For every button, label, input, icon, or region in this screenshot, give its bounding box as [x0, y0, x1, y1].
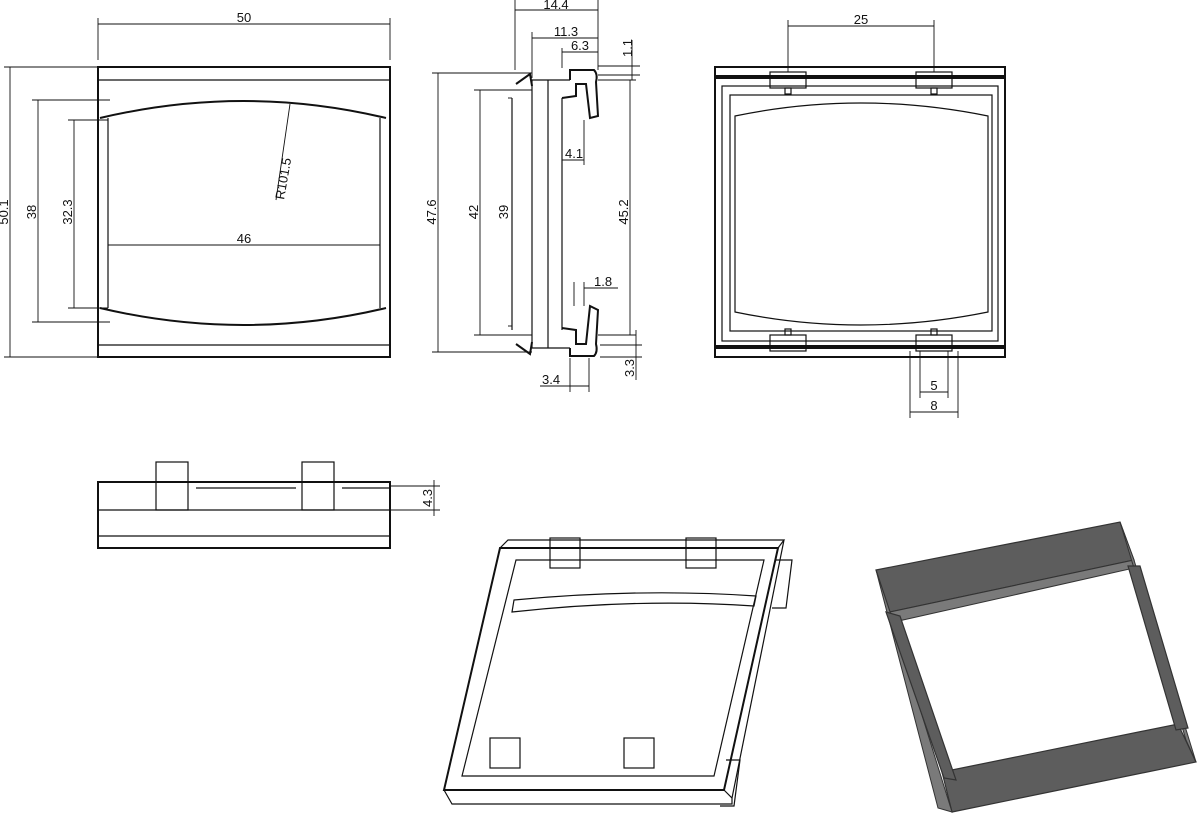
dim-depth: 14.4 [543, 0, 568, 12]
dim-base-width: 3.4 [542, 372, 560, 387]
isometric-shaded-view [875, 521, 1197, 813]
dim-window-height: 32.3 [60, 199, 75, 224]
dim-height-inner: 39 [496, 205, 511, 219]
dim-tab-inner: 5 [930, 378, 937, 393]
dim-width: 50 [237, 10, 251, 25]
dim-lip: 1.1 [620, 39, 635, 57]
dim-depth-mid: 11.3 [554, 24, 578, 39]
dim-clip-gap: 4.1 [565, 146, 583, 161]
isometric-line-view [442, 537, 793, 807]
dim-tab-outer: 8 [930, 398, 937, 413]
dim-clip-offset: 6.3 [571, 38, 589, 53]
dim-clip-height: 45.2 [616, 199, 631, 224]
back-view: 25 5 8 [714, 12, 1006, 418]
top-view: 4.3 [97, 461, 440, 549]
dim-window-width: 46 [237, 231, 251, 246]
dim-height: 50.1 [0, 199, 11, 224]
dim-clip-width: 1.8 [594, 274, 612, 289]
dim-radius: R101.5 [272, 157, 294, 201]
dim-inner-height: 38 [24, 205, 39, 219]
dim-height: 47.6 [424, 199, 439, 224]
side-view: 14.4 11.3 6.3 1.1 47.6 42 39 4.1 45.2 1.… [424, 0, 642, 392]
dim-tab-spacing: 25 [854, 12, 868, 27]
dim-tab-height: 4.3 [420, 489, 435, 507]
dim-height-mid: 42 [466, 205, 481, 219]
dim-base-height: 3.3 [622, 359, 637, 377]
front-view: 50 50.1 38 32.3 46 R101.5 [0, 10, 391, 358]
